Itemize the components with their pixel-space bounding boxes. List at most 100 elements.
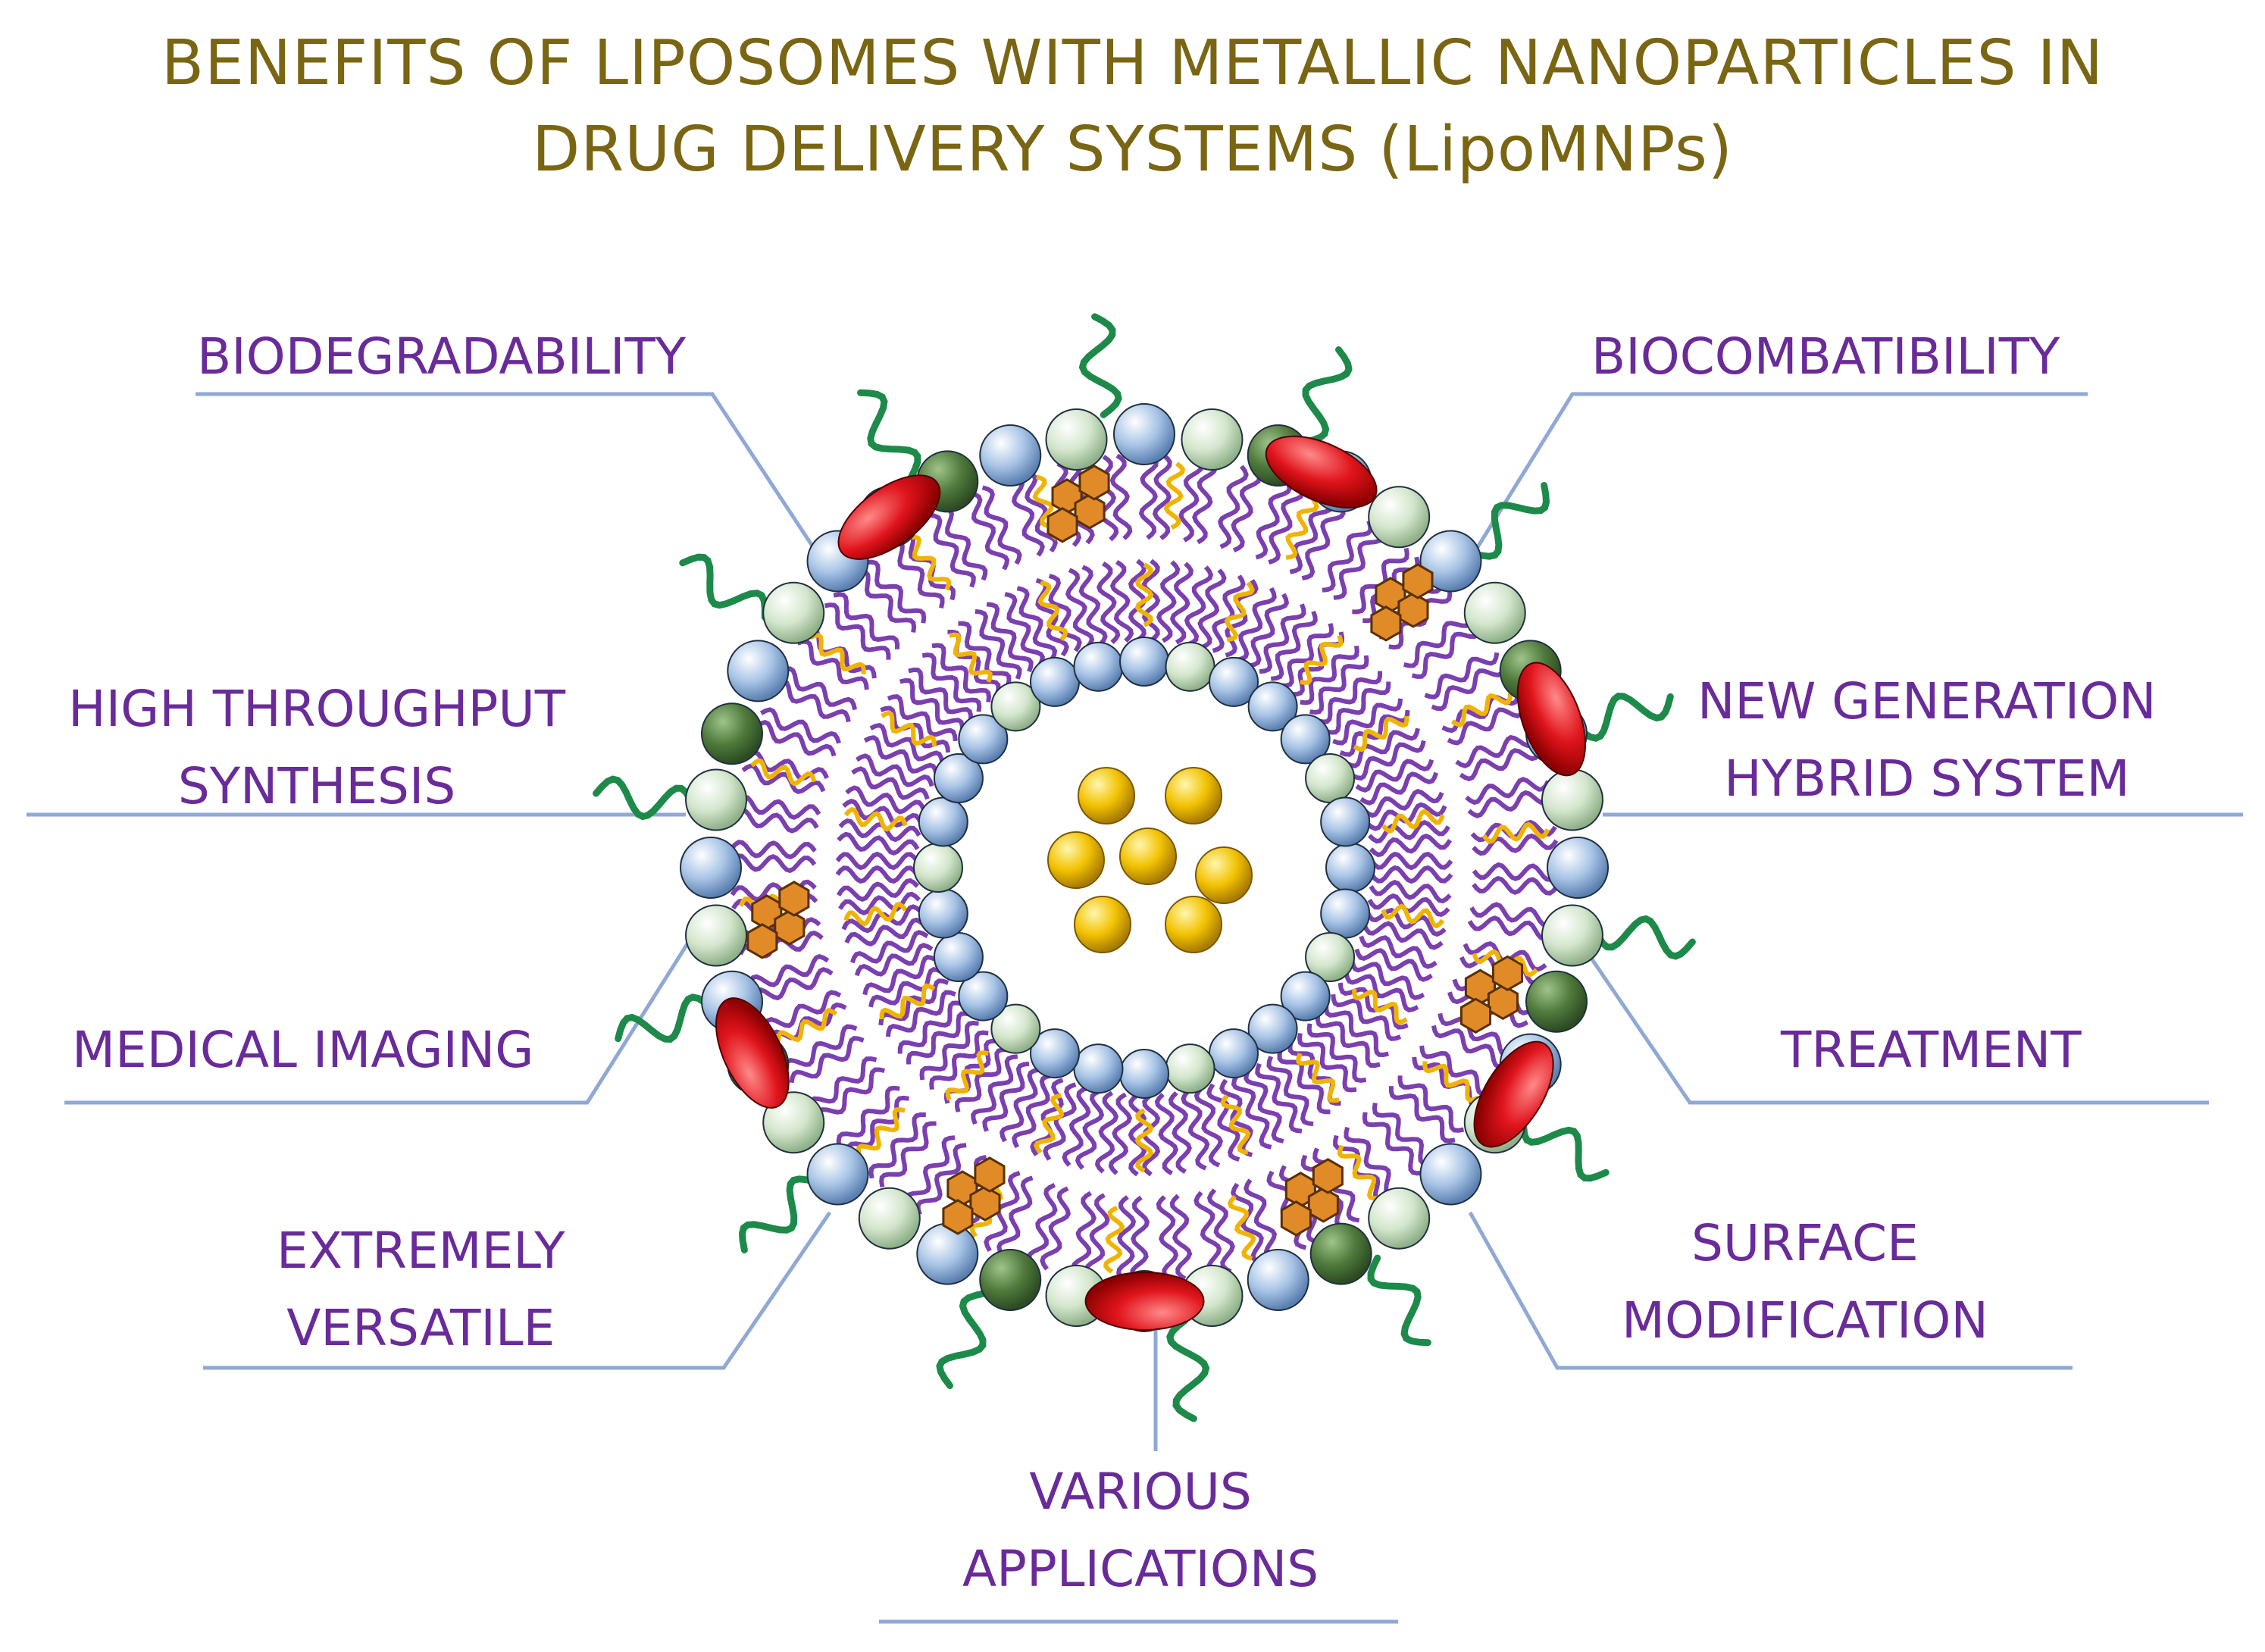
inner-lipid-tail [1300,645,1359,706]
outer-lipid-tail [1116,1195,1137,1282]
outer-lipid-head [680,837,742,899]
inner-lipid-tail [862,954,938,996]
outer-lipid-head [700,702,763,765]
inner-lipid-tail [1359,771,1439,806]
outer-lipid-tail [1084,1193,1110,1279]
inner-lipid-tail [1206,1083,1240,1162]
leader-medical-imaging [64,927,699,1105]
outer-lipid-tail [750,967,834,1001]
outer-lipid-tail [1231,1182,1264,1266]
inner-lipid-tail [1109,559,1134,643]
cholesterol [1220,1094,1251,1155]
inner-lipid-tail [837,831,920,856]
outer-lipid-head [1525,970,1588,1033]
cholesterol [1352,988,1408,1025]
inner-lipid-head [933,932,984,983]
cholesterol [1163,461,1186,530]
gold-nanoparticle [1165,767,1222,824]
inner-lipid-tail [1197,568,1227,650]
cholesterol [1422,1061,1479,1103]
outer-lipid-tail [1459,748,1543,781]
inner-lipid-tail [880,706,951,753]
inner-lipid-head [1320,796,1371,847]
outer-lipid-head [979,1249,1042,1312]
inner-lipid-head [913,843,963,893]
outer-lipid-tail [789,1036,865,1084]
outer-lipid-tail [1194,1191,1222,1277]
cholesterol [843,806,908,832]
cholesterol [843,901,908,927]
inner-lipid-head [1305,752,1356,803]
drug-molecule [1487,984,1519,1021]
inner-lipid-tail [1365,907,1447,937]
cholesterol [1285,497,1319,560]
cholesterol [750,758,817,787]
outer-lipid-tail [1152,453,1172,540]
inner-lipid-tail [1355,759,1434,793]
inner-lipid-tail [929,1030,989,1090]
outer-lipid-tail [1040,1186,1071,1271]
peg-chain [1469,482,1550,560]
inner-lipid-tail [1266,1056,1314,1127]
outer-lipid-tail [1419,1045,1492,1097]
leader-biocompatibility [1472,392,2088,555]
label-biodegradability: BIODEGRADABILITY [197,327,687,386]
inner-lipid-tail [1306,1023,1367,1083]
drug-molecule [969,1185,1001,1222]
inner-lipid-head [958,971,1009,1022]
outer-lipid-tail [1431,1025,1509,1069]
inner-lipid-tail [1362,921,1444,950]
peg-chain [738,1175,819,1253]
inner-lipid-tail [1315,1015,1381,1068]
drug-molecule [1078,465,1110,501]
inner-lipid-tail [887,694,958,742]
inner-lipid-head [1280,714,1331,765]
peg-chain [1573,693,1674,742]
outer-lipid-tail [1192,458,1218,545]
inner-lipid-tail [1362,788,1444,818]
outer-lipid-tail [1362,1112,1423,1176]
inner-lipid-head [1325,843,1375,893]
outer-lipid-tail [1025,469,1058,553]
inner-lipid-tail [1369,833,1453,858]
gold-nanoparticle [1074,896,1131,953]
inner-lipid-tail [1324,1004,1389,1058]
title-line-1: BENEFITS OF LIPOSOMES WITH METALLIC NANO… [161,27,2104,99]
inner-lipid-head [1305,932,1356,983]
leader-biodegradability [196,392,817,551]
outer-lipid-tail [1403,614,1473,668]
inner-lipid-tail [958,621,1012,687]
inner-lipid-tail [1244,1068,1284,1144]
outer-lipid-tail [1206,1188,1235,1274]
cholesterol [1450,693,1513,727]
outer-lipid-tail [1465,777,1550,806]
outer-lipid-tail [1424,652,1500,699]
outer-lipid-tail [807,1056,878,1110]
drug-molecule [746,923,778,959]
cholesterol [1103,1205,1125,1274]
cholesterol [1337,1144,1380,1201]
outer-lipid-tail [1244,1178,1278,1262]
inner-lipid-tail [1078,565,1108,646]
drug-molecule [1312,1158,1344,1194]
inner-lipid-tail [1344,971,1419,1013]
cholesterol [1037,580,1068,642]
inner-lipid-tail [908,667,974,721]
inner-lipid-tail [1354,948,1433,982]
inner-lipid-tail [1350,740,1426,781]
cholesterol [949,632,993,683]
drug-molecule [942,1199,974,1235]
outer-lipid-tail [969,490,1010,571]
outer-lipid-tail [729,853,817,874]
inner-lipid-tail [906,1011,971,1065]
outer-lipid-tail [762,990,842,1031]
outer-lipid-tail [1322,520,1373,593]
inner-lipid-tail [1062,1085,1091,1167]
outer-lipid-head [762,581,825,644]
outer-lipid-tail [1472,862,1560,882]
outer-lipid-tail [1467,915,1554,941]
drug-molecule [1491,955,1523,992]
outer-lipid-tail [890,539,945,609]
outer-lipid-tail [868,1112,926,1179]
